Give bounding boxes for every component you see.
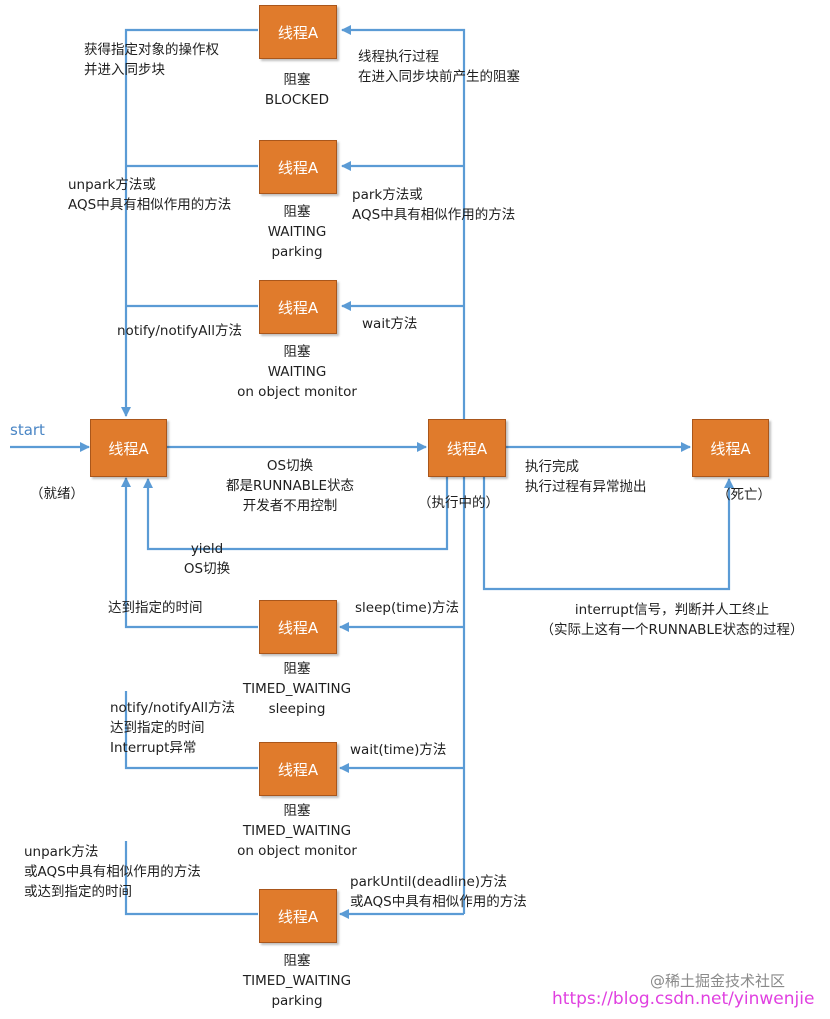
- sleep-time-label: sleep(time)方法: [355, 600, 459, 616]
- wait-label: wait方法: [362, 316, 418, 332]
- state-blocked: 阻塞 BLOCKED: [230, 70, 364, 110]
- edge-line: 在进入同步块前产生的阻塞: [358, 69, 520, 85]
- edge-line: 线程执行过程: [358, 49, 439, 65]
- state-line: 阻塞: [283, 344, 311, 360]
- node-timed-sleeping: 线程A: [259, 600, 337, 654]
- state-timed-monitor: 阻塞 TIMED_WAITING on object monitor: [222, 801, 372, 861]
- edge-line: unpark方法: [24, 844, 99, 860]
- wait-time-label: wait(time)方法: [350, 742, 447, 758]
- state-line: on object monitor: [237, 843, 357, 859]
- state-line: TIMED_WAITING: [242, 681, 352, 697]
- edge-line: 或AQS中具有相似作用的方法: [350, 894, 527, 910]
- timed-parking-return-line: [124, 841, 258, 916]
- lock-acquired-label: 获得指定对象的操作权 并进入同步块: [84, 40, 219, 80]
- edge-line: AQS中具有相似作用的方法: [352, 207, 516, 223]
- edge-line: 开发者不用控制: [242, 498, 338, 514]
- edge-line: park方法或: [352, 187, 423, 203]
- state-line: parking: [271, 244, 323, 260]
- edge-line: （实际上这有一个RUNNABLE状态的过程）: [540, 622, 804, 638]
- lock-acquired-arrow: [121, 28, 258, 417]
- node-blocked: 线程A: [259, 5, 337, 59]
- state-line: on object monitor: [237, 384, 357, 400]
- state-line: TIMED_WAITING: [242, 973, 352, 989]
- edge-line: 或达到指定的时间: [24, 884, 132, 900]
- yield-label: yield OS切换: [182, 539, 232, 579]
- sync-block-label: 线程执行过程 在进入同步块前产生的阻塞: [358, 47, 520, 87]
- edge-line: AQS中具有相似作用的方法: [68, 197, 232, 213]
- timed-return-label: notify/notifyAll方法 达到指定的时间 Interrupt异常: [110, 698, 235, 758]
- state-running: （执行中的）: [418, 495, 499, 511]
- state-line: parking: [271, 993, 323, 1009]
- state-line: TIMED_WAITING: [242, 823, 352, 839]
- state-timed-sleeping: 阻塞 TIMED_WAITING sleeping: [222, 659, 372, 719]
- node-waiting-monitor: 线程A: [259, 280, 337, 334]
- edge-line: interrupt信号，判断并人工终止: [574, 602, 770, 618]
- edge-line: OS切换: [183, 561, 231, 577]
- park-until-label: parkUntil(deadline)方法 或AQS中具有相似作用的方法: [350, 872, 527, 912]
- time-reached-arrow: [121, 477, 258, 629]
- state-line: 阻塞: [283, 661, 311, 677]
- site-watermark: @稀土掘金技术社区: [650, 972, 786, 990]
- edge-line: 都是RUNNABLE状态: [225, 478, 354, 494]
- edge-line: unpark方法或: [68, 177, 156, 193]
- state-line: sleeping: [268, 701, 326, 717]
- node-waiting-parking: 线程A: [259, 140, 337, 194]
- interrupt-arrow: [482, 476, 734, 591]
- edge-line: 获得指定对象的操作权: [84, 42, 219, 58]
- os-switch-label: OS切换 都是RUNNABLE状态 开发者不用控制: [208, 456, 372, 516]
- start-label: start: [10, 421, 45, 439]
- edge-line: 执行完成: [525, 459, 579, 475]
- edge-line: 并进入同步块: [84, 62, 165, 78]
- interrupt-label: interrupt信号，判断并人工终止 （实际上这有一个RUNNABLE状态的过…: [520, 600, 824, 640]
- state-line: 阻塞: [283, 72, 311, 88]
- state-line: WAITING: [267, 364, 327, 380]
- unpark-timed-label: unpark方法 或AQS中具有相似作用的方法 或达到指定的时间: [24, 842, 201, 902]
- node-timed-monitor: 线程A: [259, 742, 337, 796]
- edge-line: 达到指定的时间: [110, 720, 205, 736]
- state-line: 阻塞: [283, 204, 311, 220]
- edge-line: Interrupt异常: [110, 740, 197, 756]
- state-line: 阻塞: [283, 953, 311, 969]
- node-ready: 线程A: [90, 419, 167, 477]
- state-line: 阻塞: [283, 803, 311, 819]
- node-dead: 线程A: [692, 419, 769, 477]
- finish-label: 执行完成 执行过程有异常抛出: [525, 457, 647, 497]
- sync-block-arrow: [341, 25, 466, 419]
- yield-arrow: [143, 476, 449, 551]
- edge-line: yield: [190, 541, 224, 557]
- edge-line: notify/notifyAll方法: [110, 700, 236, 716]
- edge-line: 执行过程有异常抛出: [525, 479, 647, 495]
- unpark-label: unpark方法或 AQS中具有相似作用的方法: [68, 175, 231, 215]
- timed-monitor-return-line: [124, 691, 258, 770]
- state-dead: （死亡）: [717, 487, 771, 503]
- edge-line: OS切换: [266, 458, 314, 474]
- state-waiting-parking: 阻塞 WAITING parking: [230, 202, 364, 262]
- edge-line: 或AQS中具有相似作用的方法: [24, 864, 201, 880]
- node-running: 线程A: [428, 419, 506, 477]
- state-line: BLOCKED: [264, 92, 330, 108]
- park-label: park方法或 AQS中具有相似作用的方法: [352, 185, 515, 225]
- state-timed-parking: 阻塞 TIMED_WAITING parking: [222, 951, 372, 1011]
- time-reached-label: 达到指定的时间: [108, 600, 203, 616]
- state-ready: （就绪）: [30, 486, 84, 502]
- node-timed-parking: 线程A: [259, 889, 337, 943]
- url-watermark: https://blog.csdn.net/yinwenjie: [552, 989, 815, 1009]
- edge-line: parkUntil(deadline)方法: [350, 874, 508, 890]
- notify-label: notify/notifyAll方法: [117, 323, 243, 339]
- state-line: WAITING: [267, 224, 327, 240]
- state-waiting-monitor: 阻塞 WAITING on object monitor: [222, 342, 372, 402]
